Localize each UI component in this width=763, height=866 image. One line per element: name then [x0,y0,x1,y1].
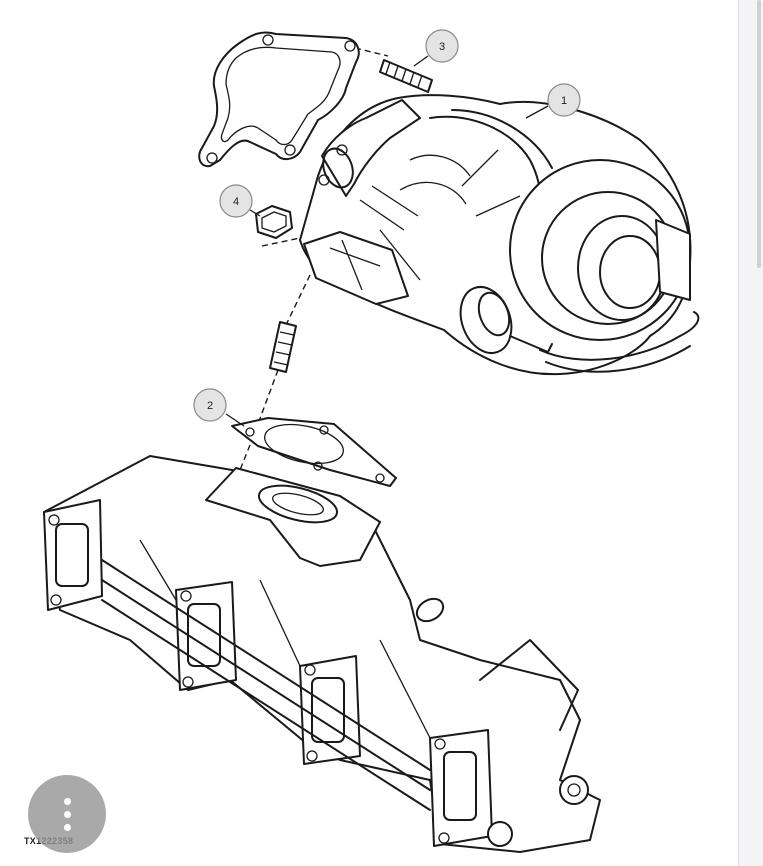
stud [379,59,433,93]
more-vertical-icon-dot [63,810,71,818]
callout-1: 1 [525,83,581,119]
diagram-frame: .ln { fill: none; stroke: #1a1a1a; strok… [0,0,739,866]
more-vertical-icon [63,797,71,805]
nut [255,205,293,239]
manifold-stud [269,321,297,373]
turbocharger [299,94,700,376]
callout-3: 3 [413,29,459,67]
exhaust-manifold [43,455,601,853]
svg-text:3: 3 [439,41,445,53]
assembly-line-nut [261,237,301,247]
more-vertical-icon-dot [63,823,71,831]
manifold-gasket [231,417,397,487]
svg-text:2: 2 [207,400,213,412]
more-options-button[interactable] [28,775,106,853]
port-flange-2 [175,581,237,691]
port-flange-1 [43,499,103,611]
svg-text:4: 4 [233,196,239,208]
assembly-line-stud [354,47,389,57]
port-flange-4 [429,729,493,847]
svg-text:1: 1 [561,95,567,107]
port-flange-3 [299,655,361,765]
scrollbar[interactable] [748,0,763,866]
scrollbar-thumb[interactable] [757,0,761,268]
callout-2: 2 [193,388,245,427]
callout-4: 4 [219,184,261,218]
exploded-parts-diagram: .ln { fill: none; stroke: #1a1a1a; strok… [43,29,700,853]
turbo-flange-gasket [198,31,360,168]
